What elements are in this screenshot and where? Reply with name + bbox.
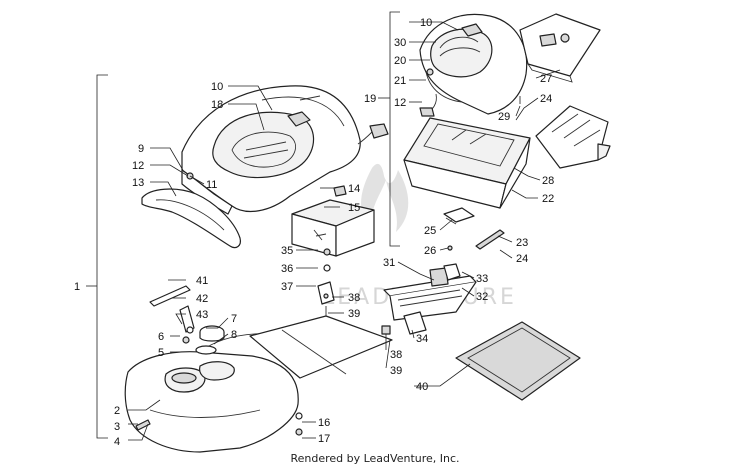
callout-24-bottom: 24 — [516, 253, 528, 265]
part-40-mat — [455, 321, 581, 401]
part-3-screw — [135, 419, 151, 431]
callout-40: 40 — [416, 381, 428, 393]
fuel-tank-assembly — [124, 333, 299, 453]
group-bracket-1 — [96, 74, 108, 439]
callout-6: 6 — [158, 331, 164, 343]
part-16-washer — [295, 412, 303, 420]
vent-hose-41-43 — [149, 285, 195, 344]
callout-9: 9 — [138, 143, 144, 155]
callout-39-lower: 39 — [390, 365, 402, 377]
callout-24-top: 24 — [540, 93, 552, 105]
callout-38-lower: 38 — [390, 349, 402, 361]
leader-lines — [128, 21, 561, 441]
part-13-seat-trim — [141, 188, 241, 249]
callout-37: 37 — [281, 281, 293, 293]
floor-panel — [249, 315, 393, 379]
callout-25: 25 — [424, 225, 436, 237]
callout-26: 26 — [424, 245, 436, 257]
callout-27: 27 — [540, 73, 552, 85]
callout-10-front: 10 — [211, 81, 223, 93]
callout-31: 31 — [383, 257, 395, 269]
part-15-storage-box — [291, 185, 375, 257]
callout-23: 23 — [516, 237, 528, 249]
footer-caption: Rendered by LeadVenture, Inc. — [290, 452, 459, 465]
part-8-gasket — [195, 345, 217, 355]
part-28-tray — [535, 105, 611, 169]
callout-7: 7 — [231, 313, 237, 325]
callout-1: 1 — [74, 281, 80, 293]
callout-12-rear: 12 — [394, 97, 406, 109]
callout-22: 22 — [542, 193, 554, 205]
callout-39-upper: 39 — [348, 308, 360, 320]
callout-14: 14 — [348, 183, 360, 195]
callout-34: 34 — [416, 333, 428, 345]
callout-36: 36 — [281, 263, 293, 275]
fasteners-35-39 — [317, 248, 335, 316]
callout-41: 41 — [196, 275, 208, 287]
callout-42: 42 — [196, 293, 208, 305]
callout-17: 17 — [318, 433, 330, 445]
callout-43: 43 — [196, 309, 208, 321]
callout-3: 3 — [114, 421, 120, 433]
callout-numbers: 1 2 3 4 5 6 7 8 9 10 10 11 12 12 13 14 1… — [74, 17, 554, 448]
callout-33: 33 — [476, 273, 488, 285]
rear-seat-assembly — [419, 13, 528, 117]
callout-20: 20 — [394, 55, 406, 67]
callout-35: 35 — [281, 245, 293, 257]
callout-38-upper: 38 — [348, 292, 360, 304]
callout-30: 30 — [394, 37, 406, 49]
callout-28: 28 — [542, 175, 554, 187]
callout-21: 21 — [394, 75, 406, 87]
part-22-bin — [403, 117, 531, 209]
callout-8: 8 — [231, 329, 237, 341]
callout-4: 4 — [114, 436, 120, 448]
callout-2: 2 — [114, 405, 120, 417]
group-bracket-19 — [389, 11, 400, 247]
callout-18: 18 — [211, 99, 223, 111]
callout-5: 5 — [158, 347, 164, 359]
callout-19: 19 — [364, 93, 376, 105]
callout-16: 16 — [318, 417, 330, 429]
part-27-pad — [519, 13, 601, 83]
callout-32: 32 — [476, 291, 488, 303]
part-17-screw — [295, 428, 303, 436]
callout-11: 11 — [206, 179, 217, 191]
callout-10-rear: 10 — [420, 17, 432, 29]
part-7-fuel-cap — [199, 325, 225, 342]
callout-12-front: 12 — [132, 160, 144, 172]
callout-15: 15 — [348, 202, 360, 214]
callout-13: 13 — [132, 177, 144, 189]
callout-29: 29 — [498, 111, 510, 123]
seat-latch-assembly — [381, 263, 477, 335]
